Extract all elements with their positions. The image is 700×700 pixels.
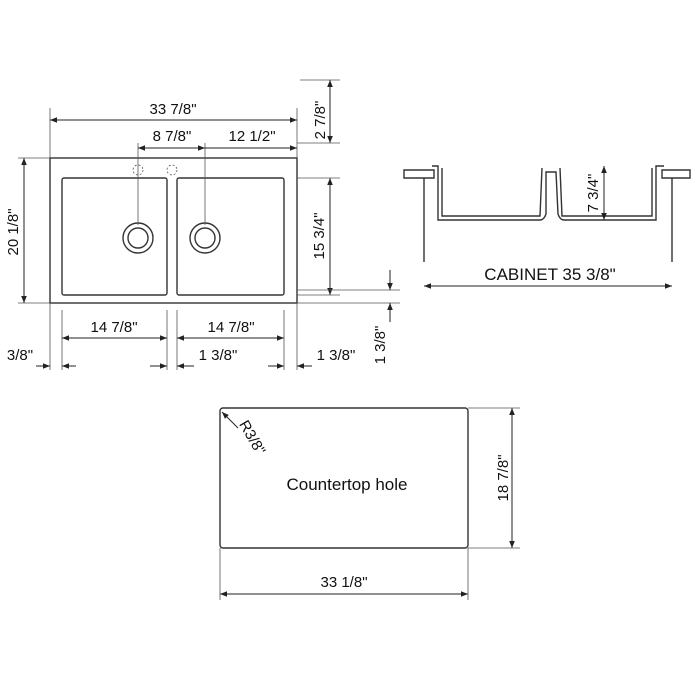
counter-left xyxy=(403,169,435,179)
top-view: 33 7/8" 8 7/8" 12 1/2" 2 7/8" 20 1/8" 15… xyxy=(5,79,400,370)
radius-label: R3/8" xyxy=(235,417,268,458)
top-margin-label: 2 7/8" xyxy=(312,101,329,140)
section-view: 7 3/4" CABINET 35 3/8" xyxy=(403,165,691,289)
left-bowl xyxy=(61,177,168,296)
cabinet-width-label: CABINET 35 3/8" xyxy=(484,265,615,284)
edge-margin-label: 3/8" xyxy=(7,347,33,364)
bowl-width-left-label: 14 7/8" xyxy=(90,319,137,336)
sink-profile-outer xyxy=(432,165,664,221)
hole-width-label: 33 1/8" xyxy=(320,574,367,591)
bowl-depth-label: 15 3/4" xyxy=(311,212,328,259)
right-margin-label: 1 3/8" xyxy=(317,347,356,364)
faucet-hole-left xyxy=(132,164,144,176)
faucet-hole-right xyxy=(166,164,178,176)
countertop-hole-label: Countertop hole xyxy=(287,475,408,494)
faucet-offset-left-label: 8 7/8" xyxy=(153,128,192,145)
sink-profile-inner xyxy=(441,167,653,217)
bowl-width-right-label: 14 7/8" xyxy=(207,319,254,336)
overall-width-label: 33 7/8" xyxy=(149,101,196,118)
counter-right xyxy=(661,169,691,179)
faucet-offset-right-label: 12 1/2" xyxy=(228,128,275,145)
countertop-hole-outline xyxy=(219,407,469,549)
side-height-label: 1 3/8" xyxy=(372,326,389,365)
divider-width-label: 1 3/8" xyxy=(199,347,238,364)
countertop-hole-view: Countertop hole R3/8" 18 7/8" 33 1/8" xyxy=(219,407,520,600)
hole-depth-label: 18 7/8" xyxy=(495,454,512,501)
sink-outline xyxy=(49,157,298,304)
bowl-height-label: 7 3/4" xyxy=(585,174,602,213)
overall-depth-label: 20 1/8" xyxy=(5,208,22,255)
right-bowl xyxy=(176,177,285,296)
